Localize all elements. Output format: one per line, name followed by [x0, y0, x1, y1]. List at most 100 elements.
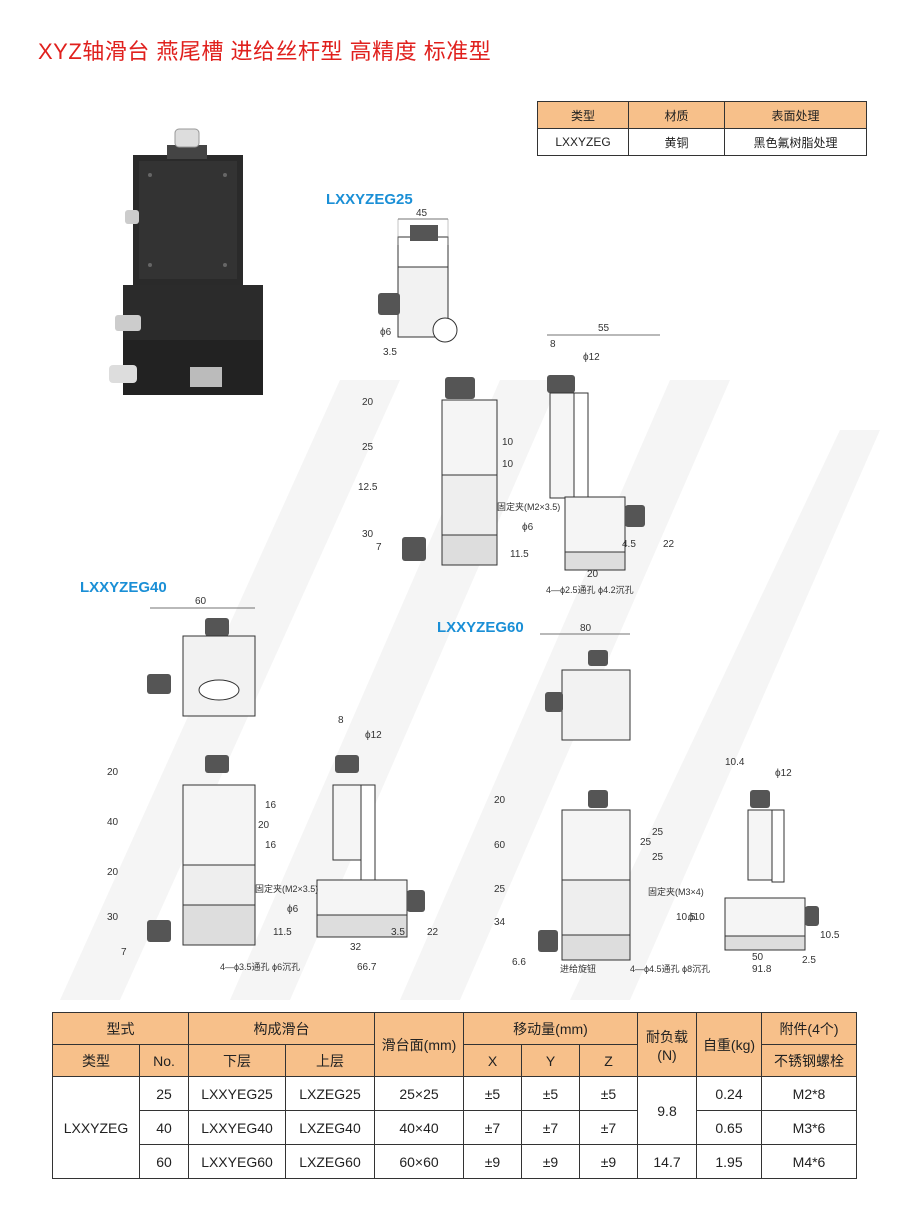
dim-25-30: 30	[362, 529, 374, 540]
dim-60-25b: 25	[640, 837, 652, 848]
spec-h-y: Y	[521, 1044, 580, 1077]
mat-header-type: 类型	[537, 101, 629, 129]
dim-40-22: 22	[427, 927, 439, 938]
dim-60-10.4: 10.4	[725, 757, 745, 768]
dim-60-phi12: ϕ12	[775, 768, 792, 779]
spec-x: ±7	[463, 1110, 522, 1145]
spec-upper: LXZEG40	[285, 1110, 375, 1145]
spec-upper: LXZEG25	[285, 1076, 375, 1111]
page-title: XYZ轴滑台 燕尾槽 进给丝杆型 高精度 标准型	[38, 39, 492, 64]
spec-weight: 0.24	[696, 1076, 762, 1111]
spec-h-model: 型式	[52, 1012, 189, 1045]
note-40-clamp: 固定夹(M2×3.5)	[255, 883, 318, 894]
dim-60-2.5: 2.5	[802, 955, 816, 966]
spec-h-z: Z	[579, 1044, 638, 1077]
spec-surface: 25×25	[374, 1076, 464, 1111]
table-row: 60 LXXYEG60 LXZEG60 60×60 ±9 ±9 ±9 14.7 …	[53, 1144, 857, 1179]
dim-60-34: 34	[494, 917, 506, 928]
dim-40-width: 60	[195, 596, 207, 607]
spec-h-surface: 滑台面(mm)	[374, 1012, 464, 1077]
spec-h-lower: 下层	[188, 1044, 286, 1077]
dim-40-phi6: ϕ6	[287, 904, 299, 915]
dim-25-3.5: 3.5	[383, 347, 397, 358]
dim-40-66.7: 66.7	[357, 962, 377, 973]
spec-h-screw: 不锈钢螺栓	[761, 1044, 857, 1077]
mat-cell-type: LXXYZEG	[537, 128, 629, 156]
dim-60-20: 20	[494, 795, 506, 806]
spec-weight: 0.65	[696, 1110, 762, 1145]
spec-type-name: LXXYZEG	[52, 1076, 140, 1179]
spec-upper: LXZEG60	[285, 1144, 375, 1179]
spec-h-accessory: 附件(4个)	[761, 1012, 857, 1045]
spec-x: ±9	[463, 1144, 522, 1179]
dim-25-20b: 20	[587, 569, 599, 580]
note-25-holes: 4—ϕ2.5通孔 ϕ4.2沉孔	[546, 585, 634, 595]
dim-60-6.6: 6.6	[512, 957, 526, 968]
dim-40-20a: 20	[107, 767, 119, 778]
dim-60-50: 50	[752, 952, 764, 963]
spec-h-travel: 移动量(mm)	[463, 1012, 638, 1045]
spec-acc: M4*6	[761, 1144, 857, 1179]
dim-25-4.5: 4.5	[622, 539, 636, 550]
dim-40-7: 7	[121, 947, 127, 958]
spec-h-composition: 构成滑台	[188, 1012, 375, 1045]
model-label-40: LXXYZEG40	[80, 579, 167, 596]
dim-25-7: 7	[376, 542, 382, 553]
note-25-clamp: 固定夹(M2×3.5)	[497, 501, 560, 512]
model-label-60: LXXYZEG60	[437, 619, 524, 636]
spec-load: 14.7	[637, 1144, 697, 1179]
spec-acc: M2*8	[761, 1076, 857, 1111]
dim-25-phi6: ϕ6	[380, 327, 392, 338]
spec-no: 60	[139, 1144, 189, 1179]
dim-40-8: 8	[338, 715, 344, 726]
dim-25-20: 20	[362, 397, 374, 408]
dim-60-25: 25	[494, 884, 506, 895]
spec-lower: LXXYEG60	[188, 1144, 286, 1179]
dim-25-phi6-side: ϕ6	[522, 522, 534, 533]
dim-25-55: 55	[598, 323, 610, 334]
dim-40-16a: 16	[265, 800, 277, 811]
dim-40-32: 32	[350, 942, 362, 953]
dim-25-25: 25	[362, 442, 374, 453]
note-40-holes: 4—ϕ3.5通孔 ϕ6沉孔	[220, 962, 300, 972]
dim-40-20b: 20	[107, 867, 119, 878]
dim-25-10b: 10	[502, 459, 514, 470]
spec-surface: 40×40	[374, 1110, 464, 1145]
dim-60-60: 60	[494, 840, 506, 851]
table-row: LXXYZEG 25 LXXYEG25 LXZEG25 25×25 ±5 ±5 …	[52, 1076, 857, 1179]
dim-60-25a: 25	[652, 827, 664, 838]
spec-z: ±7	[579, 1110, 638, 1145]
spec-z: ±5	[579, 1076, 638, 1111]
note-60-clamp: 固定夹(M3×4)	[648, 886, 704, 897]
spec-no: 40	[139, 1110, 189, 1145]
material-table: 类型 材质 表面处理 LXXYZEG 黄铜 黑色氟树脂处理	[537, 101, 867, 156]
dim-60-10.5a: 10.5	[676, 912, 696, 923]
spec-weight: 1.95	[696, 1144, 762, 1179]
drawing-40: 60 20 40 20 30 7 16 20 16 8 ϕ12 固定夹(M2×3…	[107, 596, 439, 973]
spec-surface: 60×60	[374, 1144, 464, 1179]
spec-no: 25	[139, 1076, 189, 1111]
note-60-knob: 进给旋钮	[560, 963, 596, 974]
spec-y: ±5	[521, 1076, 580, 1111]
spec-h-type: 类型	[52, 1044, 140, 1077]
dim-60-10.5b: 10.5	[820, 930, 840, 941]
spec-acc: M3*6	[761, 1110, 857, 1145]
note-60-holes: 4—ϕ4.5通孔 ϕ8沉孔	[630, 964, 710, 974]
dim-25-8: 8	[550, 339, 556, 350]
spec-load: 9.8	[637, 1076, 697, 1145]
spec-h-load-label: 耐负载	[646, 1028, 688, 1045]
spec-h-upper: 上层	[285, 1044, 375, 1077]
model-label-25: LXXYZEG25	[326, 191, 413, 208]
spec-h-no: No.	[139, 1044, 189, 1077]
dim-40-30: 30	[107, 912, 119, 923]
dim-60-91.8: 91.8	[752, 964, 772, 975]
spec-y: ±7	[521, 1110, 580, 1145]
dim-25-22: 22	[663, 539, 675, 550]
spec-h-weight: 自重(kg)	[696, 1012, 762, 1077]
spec-lower: LXXYEG40	[188, 1110, 286, 1145]
spec-x: ±5	[463, 1076, 522, 1111]
dim-40-20c: 20	[258, 820, 270, 831]
dim-25-10a: 10	[502, 437, 514, 448]
mat-cell-material: 黄铜	[628, 128, 725, 156]
dim-25-phi12: ϕ12	[583, 352, 600, 363]
